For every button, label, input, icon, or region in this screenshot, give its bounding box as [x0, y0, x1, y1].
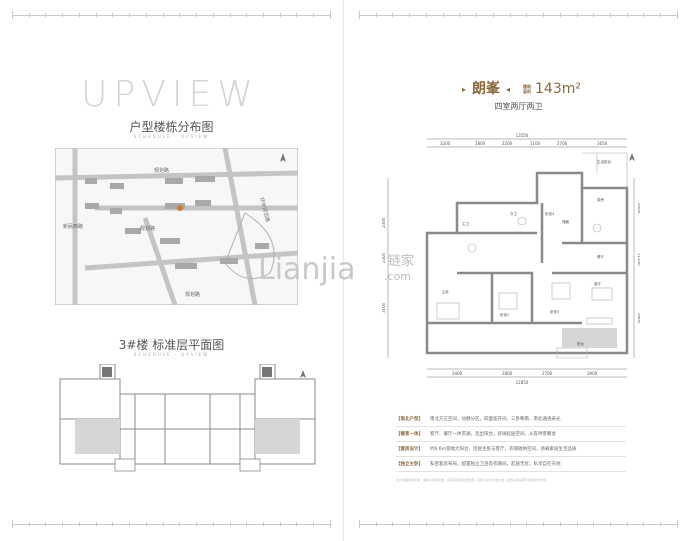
- room-living: 客厅: [594, 281, 602, 286]
- dim-top-total: 13550: [516, 133, 529, 138]
- road-label-top: 规划路: [154, 167, 169, 174]
- site-plan-subtitle: SCHEDULE · UPVIEW: [133, 134, 210, 139]
- site-plan-diagram: 规划路 规划路 规划路 新民西路 环外河沿路: [55, 148, 298, 305]
- dim-right-3: 3900: [637, 313, 640, 324]
- brand-logo: UPVIEW: [81, 74, 259, 115]
- dim-bottom-1: 3400: [452, 371, 463, 376]
- top-ruler: [0, 10, 343, 20]
- triangle-left-icon: ◂: [506, 84, 511, 94]
- road-label-west: 新民西路: [63, 223, 83, 230]
- dim-right-2: 11350: [637, 253, 640, 266]
- dim-bottom-total: 12850: [516, 380, 529, 385]
- feature-row: 【餐客一体】 客厅、餐厅一体贯通，连出阳台，舒阔起居空间，从容待客聚会: [396, 427, 626, 442]
- dim-bottom-3: 2700: [542, 371, 553, 376]
- dim-bottom-2: 2800: [502, 371, 513, 376]
- unit-area: 143m²: [535, 81, 581, 97]
- room-second-bath: 次卫: [510, 211, 518, 216]
- room-balcony: 阳台: [577, 341, 585, 346]
- watermark-text: Lianjia: [258, 252, 356, 287]
- unit-name: 朗峯: [472, 81, 500, 97]
- floor-plan-title: 3#楼 标准层平面图: [118, 338, 225, 352]
- dim-top-6: 1650: [597, 141, 608, 146]
- dim-top-4: 1100: [530, 141, 541, 146]
- feature-text: 南北方正空间，动静分区，四面宽开间，三卧朝南，南北通透采光: [430, 417, 561, 422]
- standard-floor-plan: [59, 364, 316, 472]
- dim-left-1: 2300: [382, 217, 386, 228]
- triangle-right-icon: ▸: [461, 84, 466, 94]
- room-master-bedroom: 主卧: [442, 289, 450, 294]
- road-label-mid: 规划路: [140, 225, 155, 232]
- room-service-balcony: 生活阳台: [597, 159, 611, 164]
- room-bedroom-2: 卧室2: [500, 312, 509, 317]
- floor-plan-subtitle: SCHEDULE · UPVIEW: [133, 352, 210, 357]
- top-ruler-right: [347, 10, 690, 20]
- dim-right-1: 2600: [637, 203, 640, 214]
- dim-left-3: 3100: [382, 302, 386, 313]
- feature-row: 【独立主卧】 私密套房布局，配置独立卫浴及衣帽间，起居无忧，私享自在天地: [396, 457, 626, 472]
- feature-tag: 【套房设计】: [396, 447, 423, 452]
- room-dining: 餐厅: [597, 254, 605, 259]
- watermark-cn: 链家: [388, 254, 415, 269]
- disclaimer-text: 此户型图仅供参考，面积以实测为准，家具及设施示意性质，实际以交付标准为准，最终以…: [396, 478, 547, 482]
- room-master-bath: 主卫: [462, 221, 470, 226]
- feature-tag: 【独立主卧】: [396, 462, 423, 467]
- dim-top-3: 2200: [502, 141, 513, 146]
- room-kitchen: 厨房: [597, 197, 605, 202]
- feature-row: 【南北户型】 南北方正空间，动静分区，四面宽开间，三卧朝南，南北通透采光: [396, 412, 626, 427]
- feature-text: 约6.6m宽幅大阳台，连接主卧与客厅，衣帽收纳空间，承载家居生活品质: [430, 447, 577, 452]
- bottom-ruler: [0, 519, 343, 529]
- road-label-bottom: 规划路: [185, 291, 200, 298]
- room-bedroom-4: 卧室4: [545, 211, 555, 216]
- dim-top-1: 3200: [440, 141, 451, 146]
- bottom-ruler-right: [347, 519, 690, 529]
- dim-top-2: 1800: [475, 141, 486, 146]
- feature-text: 私密套房布局，配置独立卫浴及衣帽间，起居无忧，私享自在天地: [430, 462, 561, 467]
- feature-text: 客厅、餐厅一体贯通，连出阳台，舒阔起居空间，从容待客聚会: [430, 432, 556, 437]
- room-storage: 储藏: [562, 219, 570, 224]
- dim-bottom-4: 3900: [587, 371, 598, 376]
- feature-tag: 【南北户型】: [396, 417, 423, 422]
- feature-list: 【南北户型】 南北方正空间，动静分区，四面宽开间，三卧朝南，南北通透采光 【餐客…: [396, 412, 626, 472]
- dim-top-5: 2700: [557, 141, 568, 146]
- left-page: UPVIEW 户型楼栋分布图 SCHEDULE · UPVIEW 规划路 规划路…: [0, 0, 344, 541]
- room-bedroom-3: 卧室3: [550, 309, 559, 314]
- site-plan-title: 户型楼栋分布图: [129, 120, 214, 134]
- area-label: 建筑面积: [523, 84, 532, 94]
- watermark-com: .com: [384, 270, 411, 283]
- dim-left-2: 2300: [382, 252, 386, 263]
- unit-layout: 四室两厅两卫: [494, 102, 543, 111]
- unit-floor-plan: 13550 3200 1800 2200 1100 2700 1650 3400…: [382, 133, 640, 385]
- feature-tag: 【餐客一体】: [396, 432, 423, 437]
- feature-row: 【套房设计】 约6.6m宽幅大阳台，连接主卧与客厅，衣帽收纳空间，承载家居生活品…: [396, 442, 626, 457]
